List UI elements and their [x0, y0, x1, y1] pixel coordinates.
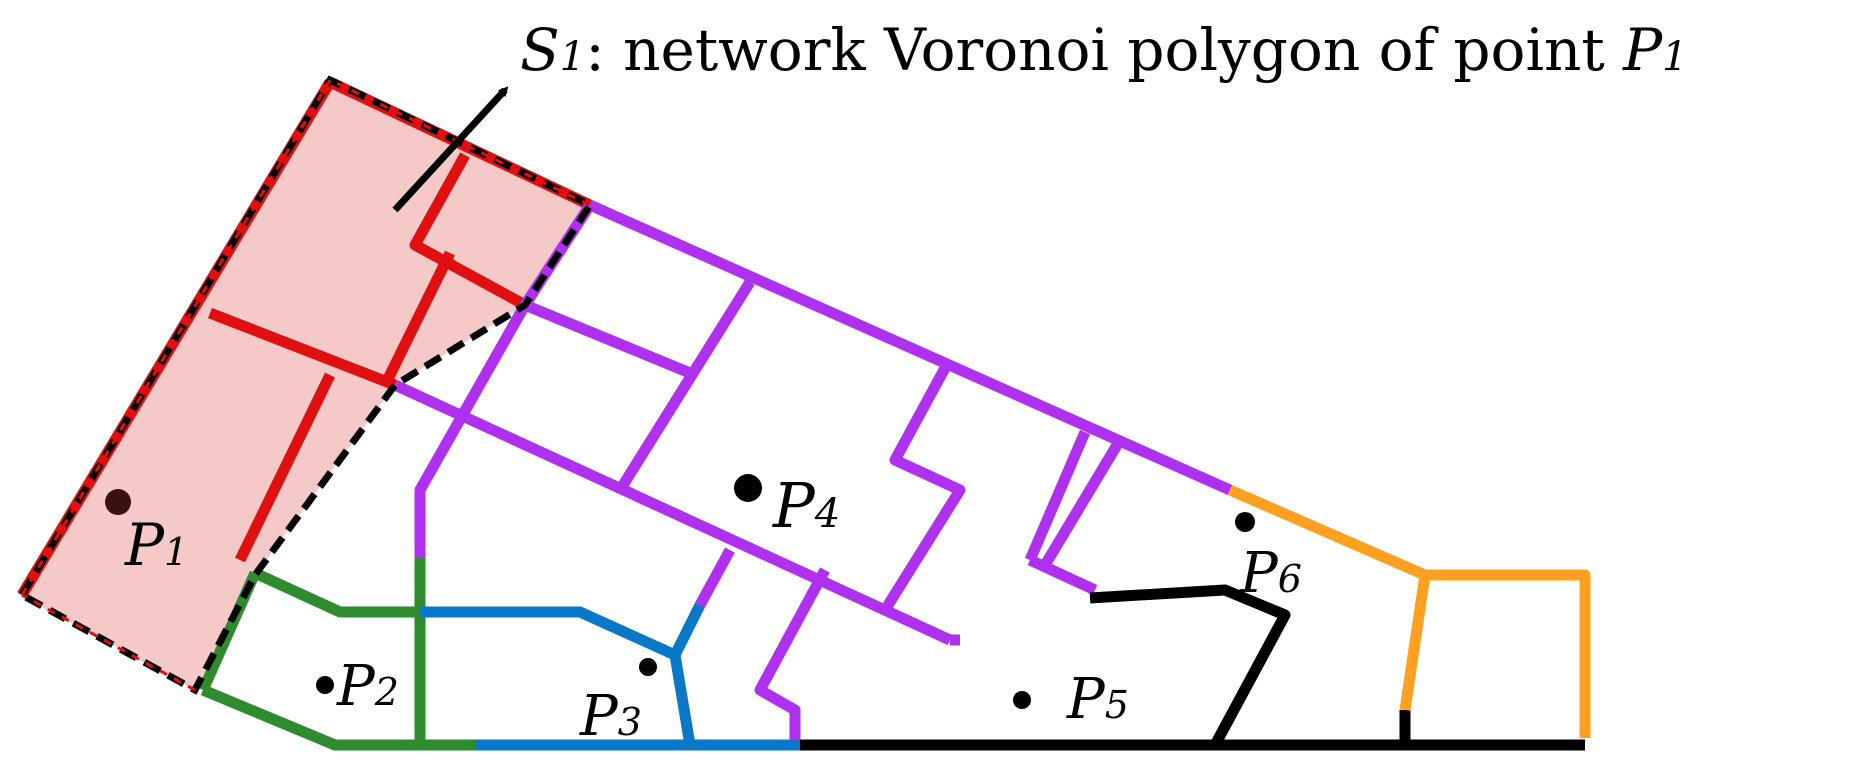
point-p5-dot [1013, 691, 1031, 709]
point-p6-dot [1235, 512, 1255, 532]
point-p2-name: P [336, 654, 376, 719]
svg-text:P6: P6 [1239, 541, 1302, 606]
point-p3-sub: 3 [618, 700, 642, 744]
svg-text:P5: P5 [1066, 667, 1129, 732]
annotation-title: S1: network Voronoi polygon of point P1 [520, 16, 1688, 84]
point-p1-dot [105, 489, 131, 515]
point-p4-sub: 4 [814, 491, 840, 537]
network-p3-blue [420, 602, 800, 751]
network-p6-orange [1227, 484, 1591, 738]
voronoi-polygon-s1 [20, 80, 590, 690]
point-p1-sub: 1 [164, 530, 188, 574]
voronoi-boundary-s1 [18, 75, 596, 695]
point-p6: P6 [1235, 512, 1302, 606]
point-p3-dot [639, 658, 657, 676]
point-p5: P5 [1013, 667, 1129, 732]
svg-text:P2: P2 [336, 654, 399, 719]
svg-text:P3: P3 [579, 684, 642, 749]
network-p5-black [800, 584, 1585, 751]
svg-text:P4: P4 [772, 469, 840, 542]
point-p5-sub: 5 [1105, 683, 1129, 727]
point-p1: P1 [105, 489, 188, 579]
annotation-arrow [392, 86, 509, 213]
point-p1-name: P [124, 511, 165, 579]
annotation-symbol: S [520, 16, 560, 84]
point-p4: P4 [734, 469, 840, 542]
point-p2-sub: 2 [374, 670, 399, 714]
point-p3-name: P [579, 684, 619, 749]
annotation-text: : network Voronoi polygon of point [585, 16, 1623, 84]
point-p3: P3 [579, 658, 657, 749]
annotation-symbol-sub: 1 [560, 34, 585, 80]
annotation-point: P [1622, 16, 1663, 84]
annotation-point-sub: 1 [1662, 34, 1687, 80]
point-p5-name: P [1066, 667, 1106, 732]
point-p6-sub: 6 [1278, 557, 1302, 601]
point-p2: P2 [316, 654, 399, 719]
point-p4-name: P [772, 469, 816, 542]
point-p6-name: P [1239, 541, 1279, 606]
point-p2-dot [316, 676, 334, 694]
point-p4-dot [734, 474, 762, 502]
svg-text:P1: P1 [124, 511, 188, 579]
voronoi-edge-red-dash [20, 78, 591, 692]
network-p4-purple [392, 199, 1233, 745]
